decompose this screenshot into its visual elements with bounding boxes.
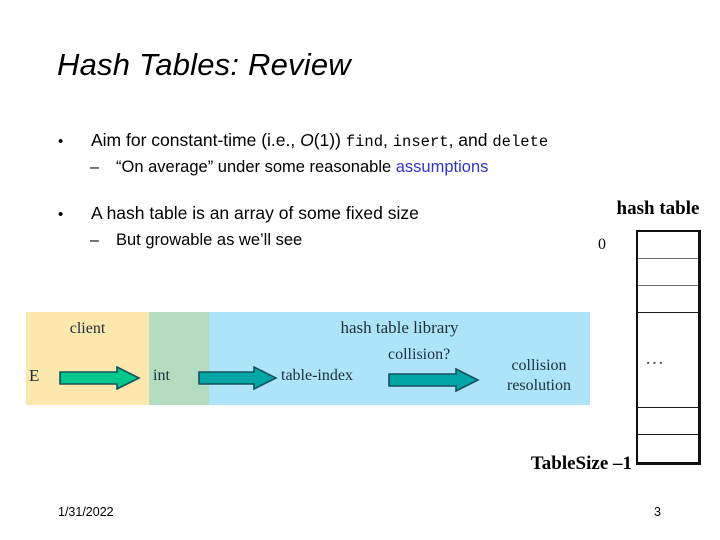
label-table-index: table-index (281, 367, 353, 384)
bullet-marker-dash: – (90, 159, 99, 176)
label-collision-resolution-line1: collision (511, 357, 567, 374)
band-hash-table-library (209, 312, 590, 405)
pipeline-diagram: client hash table library E int table-in… (26, 312, 590, 405)
hash-table-cell (638, 435, 698, 462)
code-delete: delete (492, 133, 549, 151)
label-hash-table-library: hash table library (340, 318, 459, 337)
arrow-table-index-to-collision-icon (388, 368, 480, 392)
label-client: client (69, 320, 106, 337)
arrow-int-to-table-index-icon (198, 366, 278, 390)
label-int: int (153, 367, 170, 384)
bullet-segment: (1)) (313, 130, 346, 150)
bullet-segment: , (383, 130, 393, 150)
code-find: find (345, 133, 384, 151)
bullet-marker-dash: – (90, 232, 99, 249)
bullet-segment: Aim for constant-time (i.e., (91, 130, 301, 150)
band-int (149, 312, 209, 405)
bullet-item-on-average: – “On average” under some reasonable ass… (90, 158, 488, 177)
bullet-text: A hash table is an array of some fixed s… (91, 203, 419, 223)
hash-table-caption: hash table (616, 198, 700, 219)
bullet-text: Aim for constant-time (i.e., O(1)) find,… (91, 130, 548, 151)
page-title: Hash Tables: Review (57, 47, 351, 82)
code-insert: insert (392, 133, 449, 151)
bullet-segment-big-o: O (300, 130, 314, 150)
arrow-e-to-int-icon (59, 366, 141, 390)
hash-table-index-last: TableSize –1 (530, 453, 632, 474)
bullet-segment: “On average” under some reasonable (116, 158, 396, 176)
bullet-segment: , and (448, 130, 493, 150)
bullet-item-growable: – But growable as we’ll see (90, 231, 302, 250)
footer-date: 1/31/2022 (58, 505, 114, 519)
label-collision-resolution: collision resolution (488, 356, 590, 396)
hash-table-cell (638, 232, 698, 259)
hash-table-cell (638, 286, 698, 313)
label-collision-question: collision? (388, 346, 451, 363)
bullet-marker: • (58, 133, 64, 150)
footer-page-number: 3 (654, 505, 661, 519)
hash-table-cell (638, 408, 698, 435)
label-collision-resolution-line2: resolution (507, 377, 571, 394)
highlight-assumptions: assumptions (395, 158, 489, 176)
hash-table-index-first: 0 (598, 236, 606, 253)
hash-table-array: … (636, 230, 701, 465)
bullet-text: “On average” under some reasonable assum… (116, 158, 488, 177)
bullet-marker: • (58, 206, 64, 223)
ellipsis-label: … (645, 347, 666, 369)
bullet-text: But growable as we’ll see (116, 231, 303, 249)
band-client (26, 312, 149, 405)
bullet-item-array-fixed-size: • A hash table is an array of some fixed… (58, 203, 419, 224)
bullet-item-aim-constant-time: • Aim for constant-time (i.e., O(1)) fin… (58, 130, 548, 151)
label-input-E: E (29, 366, 40, 385)
hash-table-cell-ellipsis: … (638, 313, 698, 408)
hash-table-cell (638, 259, 698, 286)
